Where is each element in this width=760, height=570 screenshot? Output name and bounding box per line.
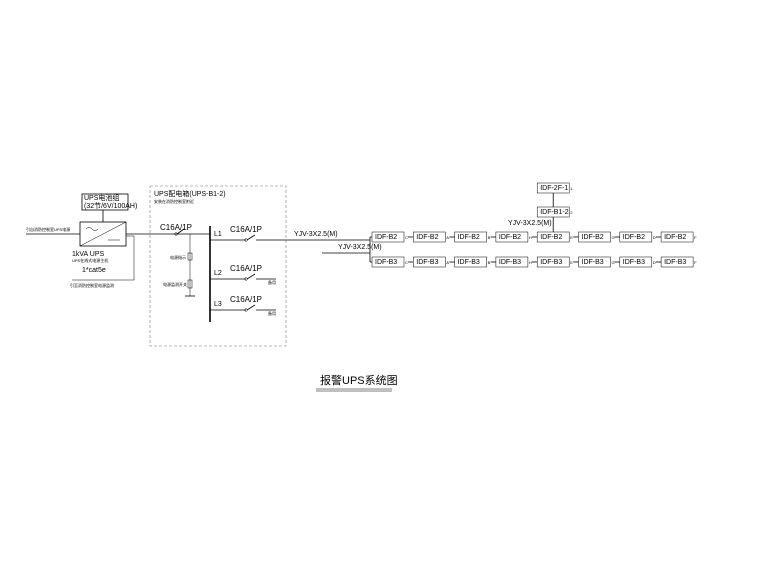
ups-model: 1kVA UPS [72,251,104,258]
aux-label-2: 电源监测开关 [163,281,187,287]
idf-row2-6-box [578,256,611,268]
idf-row2-5-box [536,256,570,268]
ups-battery-spec: (32节/6V/100AH) [84,202,137,210]
idf-row2-7-box [619,256,653,268]
idf-riser-2-tail: 2 [570,210,573,215]
circuit-l1-blade [246,234,256,241]
idf-row1-5-tail: E [570,235,573,240]
idf-row1-2-box [413,231,446,243]
idf-row1-4-label: IDF-B2 [499,234,521,241]
idf-riser-1-label: IDF-2F-1 [540,185,568,192]
idf-row1-3-tail: B [488,235,491,240]
idf-row2-8-tail: F [694,260,697,265]
idf-row1-5-label: IDF-B2 [540,234,562,241]
circuit-l3-phase: L3 [214,301,222,308]
ac-wave-icon [85,227,99,231]
idf-row2-1-tail: C [405,260,408,265]
idf-row1-1-label: IDF-B2 [375,234,397,241]
idf-row1-3-label: IDF-B2 [458,234,480,241]
idf-row1-8-box [660,231,694,243]
cable-note: 引至消防控制室电源监测 [70,282,114,288]
idf-row1-8-label: IDF-B2 [664,234,686,241]
idf-row2-2-tail: A [446,260,449,265]
ups-panel-boundary [149,185,287,347]
main-breaker-label: C16A/1P [160,223,192,232]
idf-row1-3-box [454,231,487,243]
circuit-l1-breaker: C16A/1P [230,225,262,234]
main-breaker-blade [176,228,185,235]
idf-row2-3-box [454,256,487,268]
circuit-l2-phase: L2 [214,270,222,277]
idf-row2-1-label: IDF-B3 [375,259,397,266]
ups-model-note: UPS在线式电源主机 [72,257,108,263]
cable-label: 1*cat5e [82,267,106,274]
idf-row1-6-tail: G [612,235,615,240]
idf-row2-6-label: IDF-B3 [582,259,604,266]
idf-row1-2-tail: A [446,235,449,240]
circuit-l1-phase: L1 [214,231,222,238]
idf-row1-4-tail: H [529,235,532,240]
idf-row2-8-box [660,256,694,268]
circuit-l3-blade [246,304,256,311]
idf-row1-1-box [371,231,405,243]
idf-row2-4-tail: H [529,260,532,265]
source-note: 引自消防控制室UPS电源 [26,226,70,232]
idf-row2-4-box [495,256,529,268]
ups-diagonal-line [79,221,127,247]
idf-row2-3-label: IDF-B3 [458,259,480,266]
circuit-l2-blade [246,273,256,280]
panel-subtitle: 安装在消防控制室附近 [154,198,194,204]
indicator-fuse-box [187,252,193,261]
idf-row2-4-label: IDF-B3 [499,259,521,266]
idf-riser-2-label: IDF-B1-2 [540,209,569,216]
idf-row2-5-label: IDF-B3 [540,259,562,266]
idf-row2-1-box [371,256,405,268]
branch-cable-label: YJV-3X2.5(M) [338,244,382,251]
idf-row1-6-label: IDF-B2 [582,234,604,241]
circuit-l2-breaker: C16A/1P [230,264,262,273]
circuit-l2-note: 备用 [268,279,276,285]
idf-row1-8-tail: F [694,235,697,240]
idf-row1-7-box [619,231,653,243]
idf-row1-7-tail: D [653,235,656,240]
diagram-title: 报警UPS系统图 [320,373,398,387]
idf-row2-3-tail: B [488,260,491,265]
aux-label-1: 电源指示 [170,254,186,260]
idf-row1-7-label: IDF-B2 [623,234,645,241]
idf-row2-6-tail: G [612,260,615,265]
idf-row1-6-box [578,231,611,243]
circuit-l3-breaker: C16A/1P [230,295,262,304]
circuit-l3-note: 备用 [268,310,276,316]
idf-row1-2-label: IDF-B2 [416,234,438,241]
idf-row2-2-box [413,256,446,268]
idf-row2-7-label: IDF-B3 [623,259,645,266]
monitor-switch-box [187,279,193,289]
ups-battery-box [81,193,129,211]
main-cable-label: YJV-3X2.5(M) [294,231,338,238]
idf-row1-4-box [495,231,529,243]
riser-cable-label: YJV-3X2.5(M) [508,220,552,227]
idf-riser-1-tail: 1 [570,186,573,191]
idf-row2-8-label: IDF-B3 [664,259,686,266]
panel-title: UPS配电箱(UPS-B1-2) [154,189,226,198]
idf-row2-5-tail: E [570,260,573,265]
idf-row1-1-tail: C [405,235,408,240]
ups-battery-header: UPS电池组 [84,193,119,202]
idf-row2-7-tail: D [653,260,656,265]
idf-row2-2-label: IDF-B3 [416,259,438,266]
